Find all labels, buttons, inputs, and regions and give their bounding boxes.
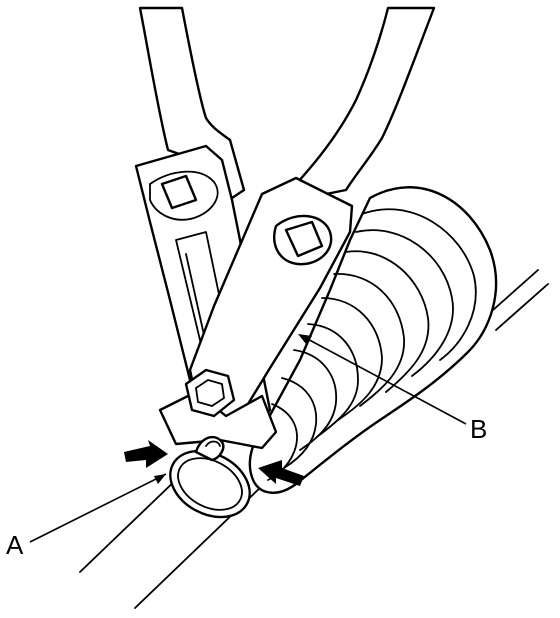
bellows-boot bbox=[248, 186, 498, 494]
band-clamp bbox=[169, 435, 251, 519]
squeeze-arrow-right bbox=[258, 460, 304, 486]
tool-jaw-front bbox=[158, 176, 354, 450]
leader-b bbox=[298, 334, 467, 425]
leader-a bbox=[29, 473, 167, 543]
tool-handle-front bbox=[294, 6, 436, 196]
tool-handle-rear bbox=[138, 6, 246, 200]
squeeze-arrow-left bbox=[124, 440, 168, 468]
hex-bolt bbox=[184, 368, 236, 418]
label-a: A bbox=[6, 530, 24, 560]
label-b: B bbox=[470, 414, 487, 444]
